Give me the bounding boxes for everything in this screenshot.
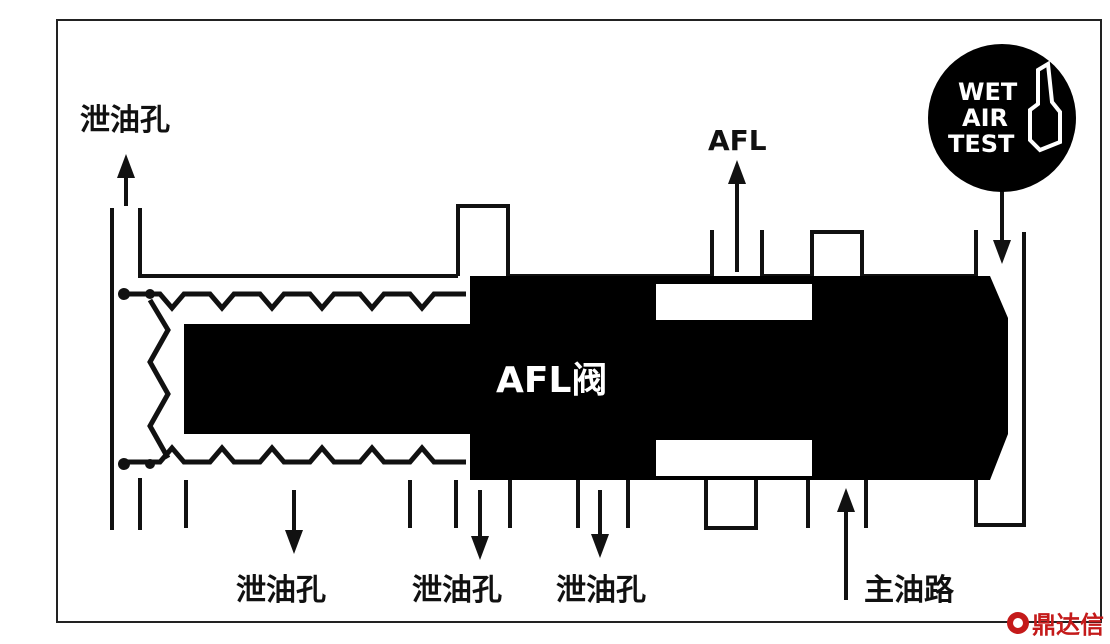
- spool-groove-bottom: [656, 440, 812, 476]
- thumb-up-icon: [1028, 60, 1062, 153]
- badge-line-2: AIR: [962, 104, 1008, 132]
- label-main-line: 主油路: [864, 573, 955, 608]
- afl-valve-spool: [184, 276, 1008, 480]
- badge-line-1: WET: [958, 78, 1018, 106]
- spool-groove-top: [656, 284, 812, 320]
- watermark: 鼎达信: [1007, 605, 1104, 640]
- label-afl-outlet: AFL: [708, 124, 767, 157]
- label-drain-top-left: 泄油孔: [80, 103, 170, 138]
- label-drain-bottom-2: 泄油孔: [412, 573, 502, 608]
- watermark-text: 鼎达信: [1032, 611, 1104, 639]
- watermark-logo-icon: [1007, 611, 1029, 634]
- badge-line-3: TEST: [948, 130, 1015, 158]
- flow-arrows: [117, 154, 1011, 600]
- label-valve: AFL阀: [496, 360, 607, 401]
- wet-air-test-badge: WET AIR TEST: [928, 44, 1076, 192]
- label-drain-bottom-3: 泄油孔: [556, 573, 646, 608]
- label-drain-bottom-1: 泄油孔: [236, 573, 326, 608]
- diagram-frame: [56, 19, 1102, 623]
